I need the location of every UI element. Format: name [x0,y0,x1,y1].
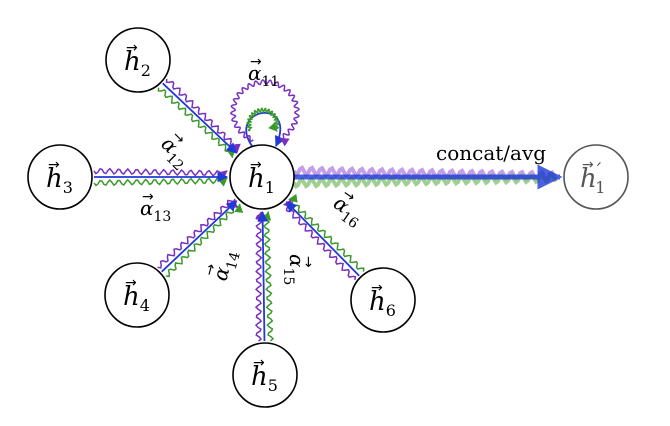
node-h1-prime: h′1 → [563,144,629,210]
coef-a11-label: α11 [248,61,279,90]
coef-a12: → α12 [153,128,196,175]
coef-a14: → α14 [201,247,244,285]
node-h2-label: h2 [124,47,151,80]
coef-a16-label: α16 [326,190,368,232]
self-loop-blue [245,112,285,147]
attention-head-purple [157,198,238,269]
node-h3-label: h3 [46,164,73,197]
vector-arrow-icon: → [142,189,154,205]
edge-h6-to-h1 [283,193,365,281]
edge-h5-to-h1 [254,210,275,342]
node-h6-circle [350,267,416,333]
self-loop-a11 [229,79,300,147]
node-h1-prime-circle [563,144,629,210]
node-h3-circle [27,144,93,210]
attention-head-purple [254,211,264,342]
coef-a13-label: α13 [140,196,171,225]
node-h4: h4 → [104,262,170,328]
attention-head-blue [161,200,238,273]
coef-a11: → α11 [248,54,279,90]
edge-h2-to-h1 [157,78,241,159]
node-h3: h3 → [27,144,93,210]
coef-a14-label: α14 [208,247,244,285]
coef-a16: → α16 [326,186,368,232]
node-h4-label: h4 [123,282,150,315]
node-h2: h2 → [105,27,171,93]
output-edge [292,164,563,190]
edge-h4-to-h1 [157,198,244,278]
coef-a12-label: α12 [153,132,196,175]
node-h1: h1 → [229,144,295,210]
node-h2-circle [105,27,171,93]
vector-arrow-icon: → [371,280,383,296]
coef-a15: → α15 [280,254,316,285]
attention-head-purple [283,199,357,281]
attention-head-blue [257,210,269,342]
node-h1-circle [229,144,295,210]
attention-head-green [262,211,275,342]
vector-arrow-icon: → [126,40,138,56]
attention-head-purple [93,167,228,180]
coef-a13: → α13 [140,189,171,225]
node-h6-label: h6 [369,287,396,320]
attention-head-green [165,203,244,278]
edges-layer [93,78,365,342]
node-h1-prime-label: h′1 [580,158,605,197]
self-loop-purple [229,79,300,147]
self-loop-green [246,107,280,132]
node-h5-circle [232,342,298,408]
node-h5-label: h5 [251,362,278,395]
attention-head-green [288,193,365,272]
attention-head-purple [165,78,241,154]
vector-arrow-icon: → [300,256,316,268]
node-h4-circle [104,262,170,328]
vector-arrow-icon: → [253,355,265,371]
node-h5: h5 → [232,342,298,408]
edge-h3-to-h1 [93,167,229,187]
node-h6: h6 → [350,267,416,333]
aggregation-label: concat/avg [436,141,546,165]
vector-arrow-icon: → [582,157,594,173]
attention-head-blue [162,82,238,154]
vector-arrow-icon: → [250,157,262,173]
vector-arrow-icon: → [250,54,262,70]
vector-arrow-icon: → [48,157,60,173]
attention-head-green [157,87,236,159]
node-h1-label: h1 [248,164,275,197]
attention-head-green [93,177,228,187]
vector-arrow-icon: → [125,275,137,291]
vector-arrow-icon: → [201,262,220,278]
coef-a15-label: α15 [280,254,309,285]
attention-head-blue [285,201,360,277]
